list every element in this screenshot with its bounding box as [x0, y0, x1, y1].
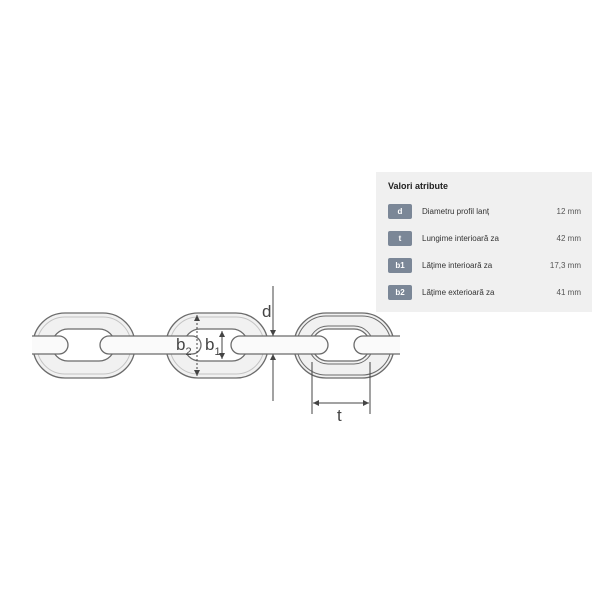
attribute-label: Lățime exterioară za	[422, 288, 495, 297]
dimension-b2-label-sub: 2	[185, 346, 191, 358]
dimension-d: d	[262, 286, 276, 401]
dimension-d-label: d	[262, 302, 271, 321]
dimension-b2-label-base: b	[176, 335, 185, 354]
chain-link-1	[32, 312, 136, 379]
dimension-t: t	[311, 362, 371, 425]
attribute-label: Lățime interioară za	[422, 261, 493, 270]
attribute-value: 17,3 mm	[549, 261, 581, 270]
dimension-b1-label-sub: 1	[214, 346, 220, 358]
symbol-badge: b2	[388, 285, 412, 300]
attribute-value: 41 mm	[556, 288, 581, 297]
panel-title: Valori atribute	[388, 181, 449, 191]
dimension-b2-label: b2	[176, 335, 192, 358]
attribute-panel: Valori atribute d Diametru profil lanț 1…	[376, 172, 592, 312]
attribute-row: t Lungime interioară za 42 mm	[388, 231, 581, 246]
attribute-row: b1 Lățime interioară za 17,3 mm	[388, 258, 581, 273]
dimension-b1-label-base: b	[205, 335, 214, 354]
dimension-b1-label: b1	[205, 335, 221, 358]
attribute-row: d Diametru profil lanț 12 mm	[388, 204, 581, 219]
attribute-value: 12 mm	[556, 207, 581, 216]
symbol-badge: b1	[388, 258, 412, 273]
attribute-label: Lungime interioară za	[422, 234, 499, 243]
chain-bar-left-partial	[32, 335, 69, 355]
chain-link-3	[293, 312, 395, 379]
symbol-badge: t	[388, 231, 412, 246]
attribute-row: b2 Lățime exterioară za 41 mm	[388, 285, 581, 300]
chain-bar-right-partial	[353, 335, 400, 355]
attribute-value: 42 mm	[556, 234, 581, 243]
attribute-label: Diametru profil lanț	[422, 207, 490, 216]
dimension-b1: b1	[205, 331, 225, 359]
symbol-badge: d	[388, 204, 412, 219]
dimension-b2: b2	[176, 315, 200, 376]
chain-bar-1	[99, 335, 202, 355]
chain-bar-2	[230, 335, 329, 355]
dimension-t-label: t	[337, 406, 342, 425]
